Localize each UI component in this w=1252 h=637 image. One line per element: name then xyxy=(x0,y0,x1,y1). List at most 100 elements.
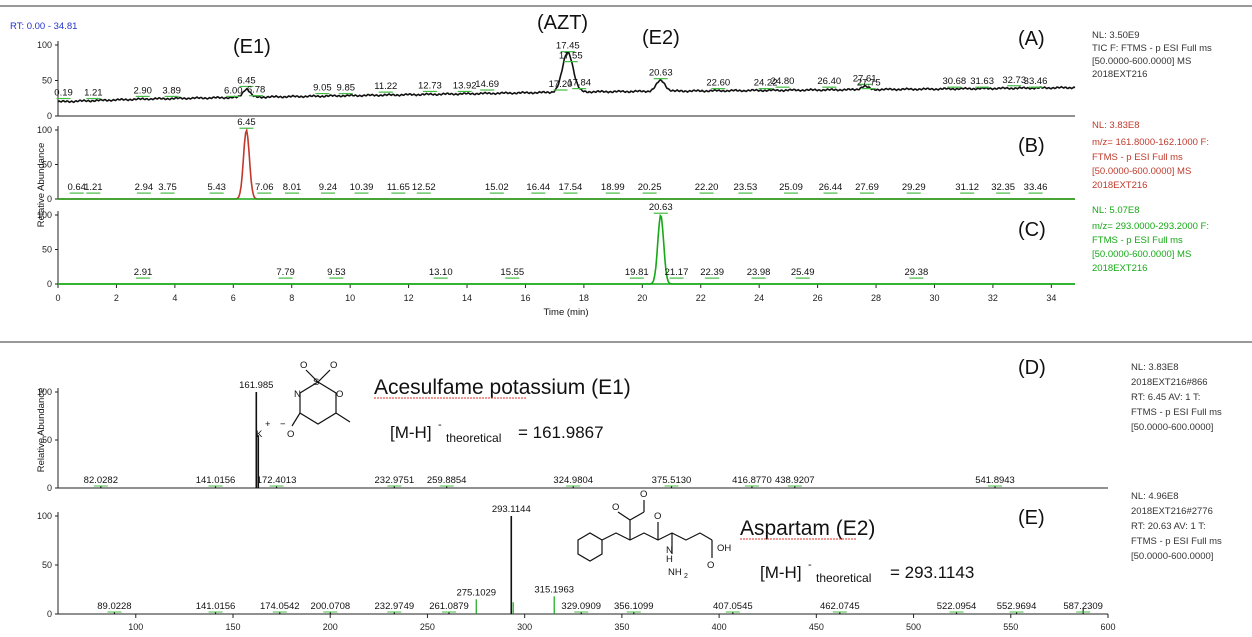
eic-b-peak-label: 23.53 xyxy=(734,182,758,193)
spectrum-d-label: 161.985 xyxy=(239,380,273,391)
eic-b-peak-label: 8.01 xyxy=(283,182,302,193)
tic-peak-label: 6.78 xyxy=(247,85,266,96)
eic-b-peak-label: 20.25 xyxy=(638,182,662,193)
spectrum-d-label: 438.9207 xyxy=(775,475,815,486)
panel-b-y-tick-label: 100 xyxy=(37,125,52,135)
spectrum-d-label: 172.4013 xyxy=(257,475,297,486)
acesulfame-mh: [M-H] - theoretical = 161.9867 xyxy=(390,419,604,445)
panel-a-y-tick-label: 50 xyxy=(42,76,52,86)
panel-a-y-tick-label: 100 xyxy=(37,40,52,50)
mh-value: = 293.1143 xyxy=(890,563,974,582)
info-d-line: NL: 3.83E8 xyxy=(1131,362,1179,373)
acesulfame-atoms: O S O N O O K + − xyxy=(256,360,343,440)
tic-peak-label: 24.80 xyxy=(771,76,795,87)
info-a-line: NL: 3.50E9 xyxy=(1092,30,1140,41)
ester-co xyxy=(629,511,645,521)
panel-e-y-tick-label: 50 xyxy=(42,560,52,570)
panel-label-b: (B) xyxy=(1018,135,1045,157)
aspartam-name: Aspartam (E2) xyxy=(740,517,875,540)
eic-c-peak-label: 2.91 xyxy=(134,267,153,278)
info-block-c: NL: 5.07E8 m/z= 293.0000-293.2000 F: FTM… xyxy=(1092,205,1209,274)
panel-label-a: (A) xyxy=(1018,28,1045,50)
mh-sup: - xyxy=(808,559,812,571)
eic-b-peak-label: 5.43 xyxy=(207,182,226,193)
tic-peak-label: 32.73 xyxy=(1002,75,1026,86)
atom-oh: OH xyxy=(717,543,731,554)
spectrum-d-label: 324.9804 xyxy=(553,475,593,486)
acesulfame-name: Acesulfame potassium (E1) xyxy=(374,376,631,399)
info-d-line: RT: 6.45 AV: 1 T: xyxy=(1131,392,1200,403)
panel-b-y-tick-label: 50 xyxy=(42,160,52,170)
eic-b-peak-label: 15.02 xyxy=(485,182,509,193)
panel-d-y-tick-label: 0 xyxy=(47,483,52,493)
tic-peak-label: 13.92 xyxy=(453,80,477,91)
tic-peak-label: 9.85 xyxy=(337,83,356,94)
tic-peak-label: 9.05 xyxy=(313,83,332,94)
backbone xyxy=(601,532,713,541)
eic-b-peak-label: 9.24 xyxy=(319,182,338,193)
info-e-line: RT: 20.63 AV: 1 T: xyxy=(1131,521,1206,532)
atom-o: O xyxy=(654,511,661,522)
spectrum-x-tick-label: 350 xyxy=(614,622,629,632)
tic-peak-label: 11.22 xyxy=(374,81,397,92)
eic-c-peak-label: 15.55 xyxy=(500,267,524,278)
chrom-x-tick-label: 12 xyxy=(404,293,414,303)
info-d-line: 2018EXT216#866 xyxy=(1131,377,1208,388)
tic-peak-label: 2.90 xyxy=(133,85,152,96)
spectrum-e-label: 407.0545 xyxy=(713,601,753,612)
aspartam-structure xyxy=(577,500,713,562)
info-a-line: 2018EXT216 xyxy=(1092,69,1147,80)
tic-peak-label: 14.69 xyxy=(475,79,499,90)
info-e-line: FTMS - p ESI Full ms xyxy=(1131,536,1222,547)
eic-b-peak-label: 27.69 xyxy=(855,182,879,193)
annotation-azt: (AZT) xyxy=(537,12,588,34)
panel-label-e: (E) xyxy=(1018,507,1045,529)
spectrum-e-label: 552.9694 xyxy=(997,601,1037,612)
info-c-line: m/z= 293.0000-293.2000 F: xyxy=(1092,221,1209,232)
atom-h: H xyxy=(666,554,673,565)
chrom-x-tick-label: 0 xyxy=(55,293,60,303)
tic-peak-label: 17.20 xyxy=(549,79,573,90)
tic-peak-label: 24.22 xyxy=(754,78,778,89)
so-bond-1 xyxy=(305,369,319,383)
tic-peak-label: 17.55 xyxy=(559,51,583,62)
eic-b-peak-label: 18.99 xyxy=(601,182,625,193)
eic-c-peak-label: 23.98 xyxy=(747,267,771,278)
eic-b-peak-label: 31.12 xyxy=(955,182,979,193)
ester-o xyxy=(617,511,631,521)
y-axis-title-spectrum: Relative Abundance xyxy=(36,388,47,473)
spectrum-x-tick-label: 600 xyxy=(1100,622,1115,632)
panel-label-c: (C) xyxy=(1018,219,1046,241)
eic-b-peak-label: 22.20 xyxy=(695,182,719,193)
spectrum-d-label: 82.0282 xyxy=(84,475,118,486)
mh-sub: theoretical xyxy=(816,571,871,585)
spectrum-e-label: 356.1099 xyxy=(614,601,654,612)
eic-c-peak-label: 22.39 xyxy=(700,267,724,278)
eic-b-peak-label: 17.54 xyxy=(559,182,583,193)
rt-range-label: RT: 0.00 - 34.81 xyxy=(10,21,77,32)
panel-d-y-tick-label: 100 xyxy=(37,387,52,397)
atom-k: K xyxy=(256,429,263,440)
chrom-x-tick-label: 24 xyxy=(754,293,764,303)
chrom-x-tick-label: 8 xyxy=(289,293,294,303)
chrom-x-tick-label: 22 xyxy=(696,293,706,303)
panel-label-d: (D) xyxy=(1018,357,1046,379)
benzene-ring xyxy=(577,532,603,562)
spectrum-d-label: 141.0156 xyxy=(196,475,236,486)
annotation-e2: (E2) xyxy=(642,27,680,49)
spectrum-x-tick-label: 450 xyxy=(809,622,824,632)
chrom-x-tick-label: 20 xyxy=(637,293,647,303)
mh-sup: - xyxy=(438,419,442,431)
info-b-line: [50.0000-600.0000] MS xyxy=(1092,166,1191,177)
chrom-x-tick-label: 6 xyxy=(231,293,236,303)
spectrum-e-label: 293.1144 xyxy=(492,504,531,515)
spectrum-x-tick-label: 550 xyxy=(1003,622,1018,632)
acesulfame-structure xyxy=(291,369,351,427)
so-bond-2 xyxy=(317,369,331,383)
info-a-line: [50.0000-600.0000] MS xyxy=(1092,56,1191,67)
eic-c-peak-label: 29.38 xyxy=(904,267,928,278)
spectrum-e-label: 89.0228 xyxy=(97,601,131,612)
spectrum-e-label: 587.2309 xyxy=(1063,601,1103,612)
tic-peak-label: 6.45 xyxy=(237,75,256,86)
